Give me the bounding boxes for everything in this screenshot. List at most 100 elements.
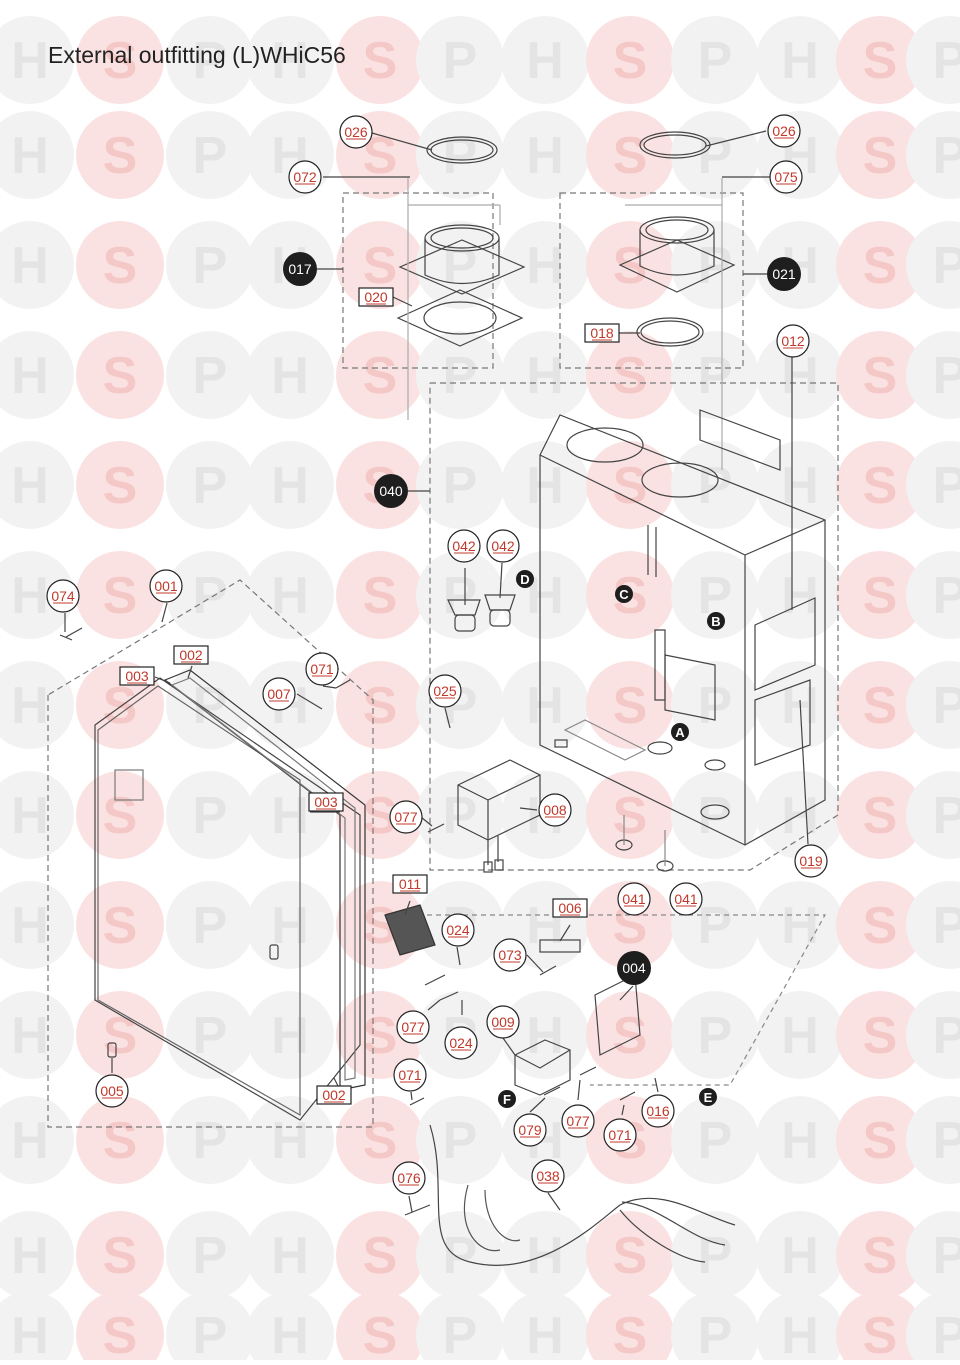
watermark-tile: S [836, 16, 924, 104]
watermark-tile: H [501, 221, 589, 309]
part-callout-024: 024 [444, 1026, 478, 1060]
watermark-tile: S [586, 16, 674, 104]
svg-text:P: P [933, 237, 960, 295]
svg-text:S: S [103, 567, 138, 625]
watermark-tile: P [671, 1096, 759, 1184]
watermark-tile: S [836, 661, 924, 749]
part-number-label: 020 [364, 289, 388, 305]
part-callout-079: 079 [513, 1113, 547, 1147]
svg-text:P: P [698, 237, 733, 295]
part-callout-018: 018 [584, 323, 620, 343]
watermark-tile: H [756, 221, 844, 309]
svg-text:S: S [363, 567, 398, 625]
svg-text:S: S [863, 1227, 898, 1285]
cover-gasket [163, 669, 366, 1091]
flue-adapter-right [639, 230, 715, 276]
svg-text:S: S [613, 1307, 648, 1360]
part-number-label: 073 [498, 947, 522, 963]
watermark-tile: H [756, 881, 844, 969]
part-number-label: 042 [452, 538, 476, 554]
svg-text:S: S [103, 457, 138, 515]
part-number-label: 017 [288, 261, 312, 277]
svg-text:S: S [103, 347, 138, 405]
reference-marker-A: A [671, 723, 689, 741]
part-number-label: 009 [491, 1014, 515, 1030]
part-callout-002: 002 [173, 645, 209, 665]
svg-text:H: H [11, 567, 49, 625]
casing-group-box [429, 382, 839, 871]
svg-text:P: P [443, 457, 478, 515]
watermark-tile: S [836, 1211, 924, 1299]
watermark-tile: S [336, 1096, 424, 1184]
watermark-tile: S [586, 111, 674, 199]
svg-text:H: H [11, 127, 49, 185]
part-number-label: 042 [491, 538, 515, 554]
watermark-tile: S [336, 1211, 424, 1299]
svg-text:S: S [363, 32, 398, 90]
front-cover [94, 677, 361, 1121]
pcb-bracket [594, 974, 641, 1056]
watermark-tile: H [0, 111, 74, 199]
watermark-tile: S [336, 221, 424, 309]
part-callout-040: 040 [374, 474, 408, 508]
svg-text:H: H [526, 677, 564, 735]
svg-text:S: S [363, 237, 398, 295]
watermark-tile: S [336, 661, 424, 749]
svg-text:S: S [863, 457, 898, 515]
watermark-tile: H [756, 1291, 844, 1365]
svg-text:P: P [193, 1112, 228, 1170]
svg-text:P: P [193, 32, 228, 90]
svg-text:S: S [103, 237, 138, 295]
part-callout-001: 001 [149, 569, 183, 603]
watermark-tile: S [336, 1291, 424, 1365]
svg-text:H: H [11, 1307, 49, 1360]
svg-text:P: P [193, 347, 228, 405]
watermark-tile: H [756, 1096, 844, 1184]
svg-text:H: H [781, 567, 819, 625]
watermark-tile: S [586, 991, 674, 1079]
svg-text:H: H [781, 457, 819, 515]
watermark-tile: S [76, 16, 164, 104]
watermark-tile: P [671, 16, 759, 104]
reference-marker-F: F [498, 1090, 516, 1108]
watermark-tile: P [906, 331, 960, 419]
watermark-tile: P [166, 221, 254, 309]
watermark-tile: S [76, 111, 164, 199]
svg-text:S: S [863, 1007, 898, 1065]
svg-text:S: S [363, 1227, 398, 1285]
part-number-label: 018 [590, 325, 614, 341]
front-cover-group-box [47, 579, 374, 1128]
watermark-tile: P [416, 661, 504, 749]
svg-text:S: S [863, 237, 898, 295]
hsp-watermark: HSPHSPHSPHSPHSPHSPHSPHSPHSPHSPHSPHSPHSPH… [0, 16, 960, 1365]
watermark-tile: P [166, 441, 254, 529]
part-callout-021: 021 [767, 257, 801, 291]
watermark-tile: H [0, 881, 74, 969]
watermark-tile: H [246, 1291, 334, 1365]
svg-text:P: P [933, 1307, 960, 1360]
svg-text:H: H [526, 1007, 564, 1065]
svg-text:H: H [526, 1227, 564, 1285]
svg-text:P: P [933, 127, 960, 185]
part-callout-007: 007 [262, 677, 296, 711]
svg-text:S: S [103, 787, 138, 845]
watermark-tile: P [906, 441, 960, 529]
part-number-label: 041 [674, 891, 698, 907]
svg-text:S: S [613, 677, 648, 735]
part-number-label: 024 [449, 1035, 473, 1051]
part-number-label: 016 [646, 1103, 670, 1119]
watermark-tile: S [76, 331, 164, 419]
svg-text:P: P [933, 787, 960, 845]
svg-text:H: H [781, 32, 819, 90]
watermark-tile: H [246, 1096, 334, 1184]
reference-letter: A [675, 725, 685, 740]
watermark-tile: S [76, 991, 164, 1079]
part-callout-026: 026 [339, 115, 373, 149]
watermark-tile: P [906, 991, 960, 1079]
part-callout-020: 020 [358, 287, 394, 307]
watermark-tile: P [906, 221, 960, 309]
watermark-tile: H [0, 221, 74, 309]
part-number-label: 025 [433, 683, 457, 699]
watermark-tile: S [76, 441, 164, 529]
svg-text:H: H [11, 677, 49, 735]
